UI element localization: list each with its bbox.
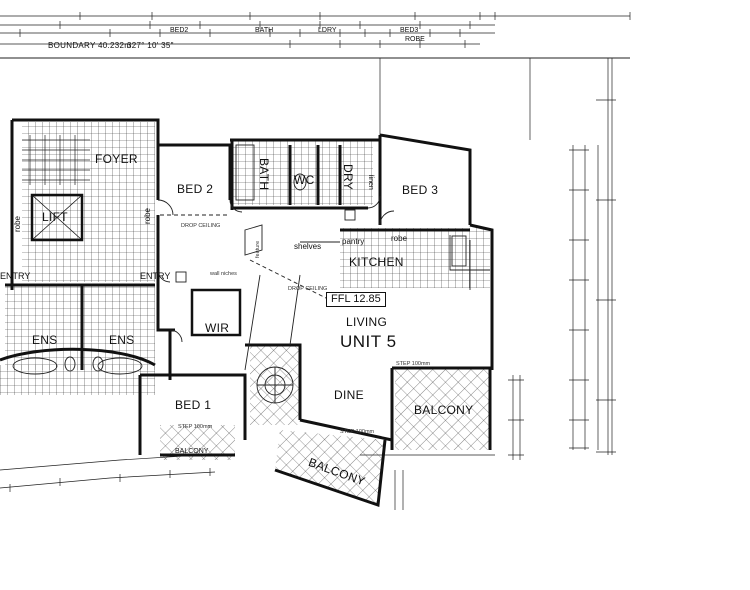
room-dine: DINE (334, 388, 364, 402)
room-bed2: BED 2 (177, 182, 214, 196)
room-bath: BATH (257, 158, 271, 191)
fixture-robe-bed3: robe (391, 234, 408, 243)
room-foyer: FOYER (95, 152, 138, 166)
ffl-level: FFL 12.85 (326, 292, 386, 307)
room-wc: WC (294, 173, 315, 187)
dim-label-ldry: LDRY (318, 27, 337, 34)
dim-label-robe: ROBE (405, 36, 425, 43)
fixture-step-2: STEP 100mm (340, 429, 375, 435)
room-dry: DRY (341, 164, 355, 191)
top-dimension-lines (0, 12, 631, 59)
fixture-robe-bed2: robe (143, 207, 152, 224)
fixture-shelves: shelves (294, 242, 322, 251)
lift-shaft (31, 194, 83, 241)
room-kitchen: KITCHEN (349, 255, 404, 269)
bottom-dimension-lines (0, 454, 495, 510)
balcony-hatching (160, 345, 490, 505)
room-bed3: BED 3 (402, 183, 439, 197)
stair-treads (22, 135, 90, 185)
room-lift: LIFT (42, 210, 68, 224)
fixture-step-1: STEP 100mm (178, 424, 213, 430)
room-living: LIVING (346, 315, 388, 329)
dim-label-bath: BATH (255, 27, 274, 34)
room-ens-right: ENS (109, 333, 135, 347)
fixture-pantry: pantry (342, 237, 365, 246)
fixture-step-3: STEP 100mm (396, 361, 431, 367)
walls (0, 118, 494, 508)
interior-details (12, 144, 490, 404)
fixture-wall-niches: wall niches (210, 271, 237, 277)
right-dimension-lines (379, 58, 616, 460)
unit-label: UNIT 5 (340, 332, 397, 351)
room-wir: WIR (205, 321, 230, 335)
bearing-label: 327° 10' 35" (127, 41, 174, 50)
dim-label-bed2: BED2 (170, 27, 189, 34)
dim-label-bed3: BED3 (400, 27, 419, 34)
tiled-areas (0, 122, 490, 395)
fixture-robe-left: robe (13, 215, 22, 232)
fixture-feature: feature (255, 240, 261, 258)
room-bed1: BED 1 (175, 398, 212, 412)
room-ens-left: ENS (32, 333, 58, 347)
fixture-drop-ceiling-1: DROP CEILING (181, 223, 221, 229)
room-entry-left: ENTRY (0, 271, 31, 281)
room-balcony-left: BALCONY (175, 448, 209, 455)
room-balcony-right: BALCONY (414, 403, 474, 417)
fixture-linen: linen (367, 175, 374, 190)
room-entry-right: ENTRY (140, 271, 171, 281)
boundary-label: BOUNDARY 40.232m (48, 41, 132, 50)
fixture-drop-ceiling-2: DROP CEILING (288, 286, 328, 292)
